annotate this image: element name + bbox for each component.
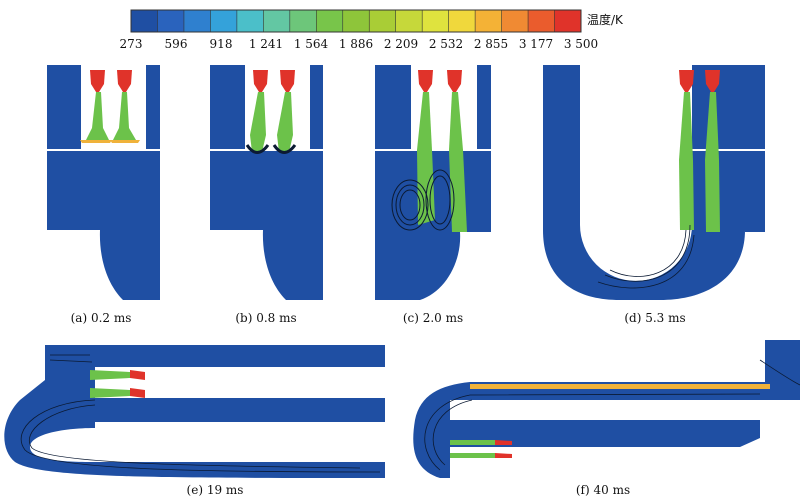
panel-f-plume-upper xyxy=(450,440,495,445)
colorbar-cell xyxy=(183,10,211,32)
colorbar-cell xyxy=(236,10,264,32)
colorbar-tick-label: 2 532 xyxy=(429,37,463,51)
panel-c: (c) 2.0 ms xyxy=(375,65,491,325)
colorbar: 273 596 918 1 241 1 564 1 886 2 209 2 532 2 855 3… xyxy=(120,9,624,51)
panel-b: (b) 0.8 ms xyxy=(210,65,323,325)
panel-d: (d) 5.3 ms xyxy=(543,65,765,325)
panel-f-plume-lower xyxy=(450,453,495,458)
panel-a-plume-right xyxy=(113,92,136,140)
colorbar-ticks: 273 596 918 1 241 1 564 1 886 2 209 2 532 2 855 3… xyxy=(120,37,599,51)
colorbar-cell xyxy=(501,10,529,32)
panel-d-baffle xyxy=(692,149,765,151)
colorbar-cell xyxy=(289,10,317,32)
panel-e-nozzle-lower xyxy=(130,388,145,398)
panel-d-caption: (d) 5.3 ms xyxy=(624,311,685,325)
panel-c-nozzle-left xyxy=(418,70,433,92)
panel-b-domain xyxy=(210,65,323,300)
panel-e-caption: (e) 19 ms xyxy=(187,483,244,497)
panel-f: (f) 40 ms xyxy=(413,340,800,497)
panel-a: (a) 0.2 ms xyxy=(47,65,160,325)
panel-d-plume-right xyxy=(705,92,720,232)
colorbar-unit-label: 温度/K xyxy=(587,12,624,27)
panel-b-nozzle-left xyxy=(253,70,268,92)
panel-a-plume-left xyxy=(86,92,109,140)
colorbar-cell xyxy=(369,10,397,32)
panel-e-streamlines xyxy=(20,354,381,473)
colorbar-tick-label: 1 241 xyxy=(249,37,283,51)
panel-f-nozzle-lower xyxy=(495,453,512,458)
panel-c-caption: (c) 2.0 ms xyxy=(403,311,463,325)
colorbar-frame xyxy=(130,9,582,33)
panel-c-nozzle-right xyxy=(447,70,462,92)
panel-a-flare-right xyxy=(110,140,140,143)
panel-a-nozzle-left xyxy=(90,70,105,92)
colorbar-tick-label: 918 xyxy=(210,37,233,51)
panel-c-baffle xyxy=(375,149,491,151)
panel-a-domain xyxy=(47,65,160,300)
panel-b-front-left xyxy=(245,144,270,154)
panel-a-flare-left xyxy=(80,140,112,143)
panel-d-domain xyxy=(543,65,765,300)
panel-d-nozzle-right xyxy=(705,70,720,92)
colorbar-cells xyxy=(131,10,582,32)
panel-e-nozzle-upper xyxy=(130,370,145,380)
panel-a-baffle xyxy=(47,149,160,151)
panel-a-caption: (a) 0.2 ms xyxy=(71,311,132,325)
colorbar-cell xyxy=(554,10,582,32)
panel-b-baffle xyxy=(210,149,323,151)
colorbar-cell xyxy=(131,10,158,32)
colorbar-tick-label: 3 500 xyxy=(564,37,598,51)
colorbar-tick-label: 2 209 xyxy=(384,37,418,51)
colorbar-cell xyxy=(422,10,450,32)
panel-b-front-right xyxy=(272,144,297,154)
panel-a-nozzle-right xyxy=(117,70,132,92)
panel-f-nozzle-upper xyxy=(495,440,512,445)
panel-e-plume-upper xyxy=(90,370,130,380)
colorbar-cell xyxy=(395,10,423,32)
colorbar-cell xyxy=(210,10,238,32)
panel-b-plume-left xyxy=(250,92,266,152)
colorbar-cell xyxy=(263,10,291,32)
colorbar-tick-label: 273 xyxy=(120,37,143,51)
panel-e-domain xyxy=(4,345,386,478)
panel-b-nozzle-right xyxy=(280,70,295,92)
colorbar-cell xyxy=(342,10,370,32)
panel-b-caption: (b) 0.8 ms xyxy=(235,311,296,325)
colorbar-tick-label: 1 564 xyxy=(294,37,329,51)
panel-c-vortex xyxy=(391,169,455,231)
colorbar-cell xyxy=(448,10,476,32)
colorbar-cell xyxy=(528,10,556,32)
colorbar-cell xyxy=(475,10,503,32)
colorbar-tick-label: 3 177 xyxy=(519,37,553,51)
colorbar-cell xyxy=(316,10,344,32)
panel-e-plume-lower xyxy=(90,388,130,398)
colorbar-tick-label: 1 886 xyxy=(339,37,373,51)
panel-d-plume-left xyxy=(679,92,694,230)
panel-f-hot-layer xyxy=(470,384,770,389)
colorbar-tick-label: 2 855 xyxy=(474,37,508,51)
panel-f-caption: (f) 40 ms xyxy=(576,483,630,497)
panel-e: (e) 19 ms xyxy=(4,345,386,497)
colorbar-tick-label: 596 xyxy=(165,37,188,51)
panel-b-plume-right xyxy=(277,92,293,152)
panel-f-streamlines xyxy=(424,359,800,471)
panel-d-streamlines xyxy=(597,224,695,289)
panel-d-nozzle-left xyxy=(679,70,694,92)
colorbar-cell xyxy=(157,10,185,32)
